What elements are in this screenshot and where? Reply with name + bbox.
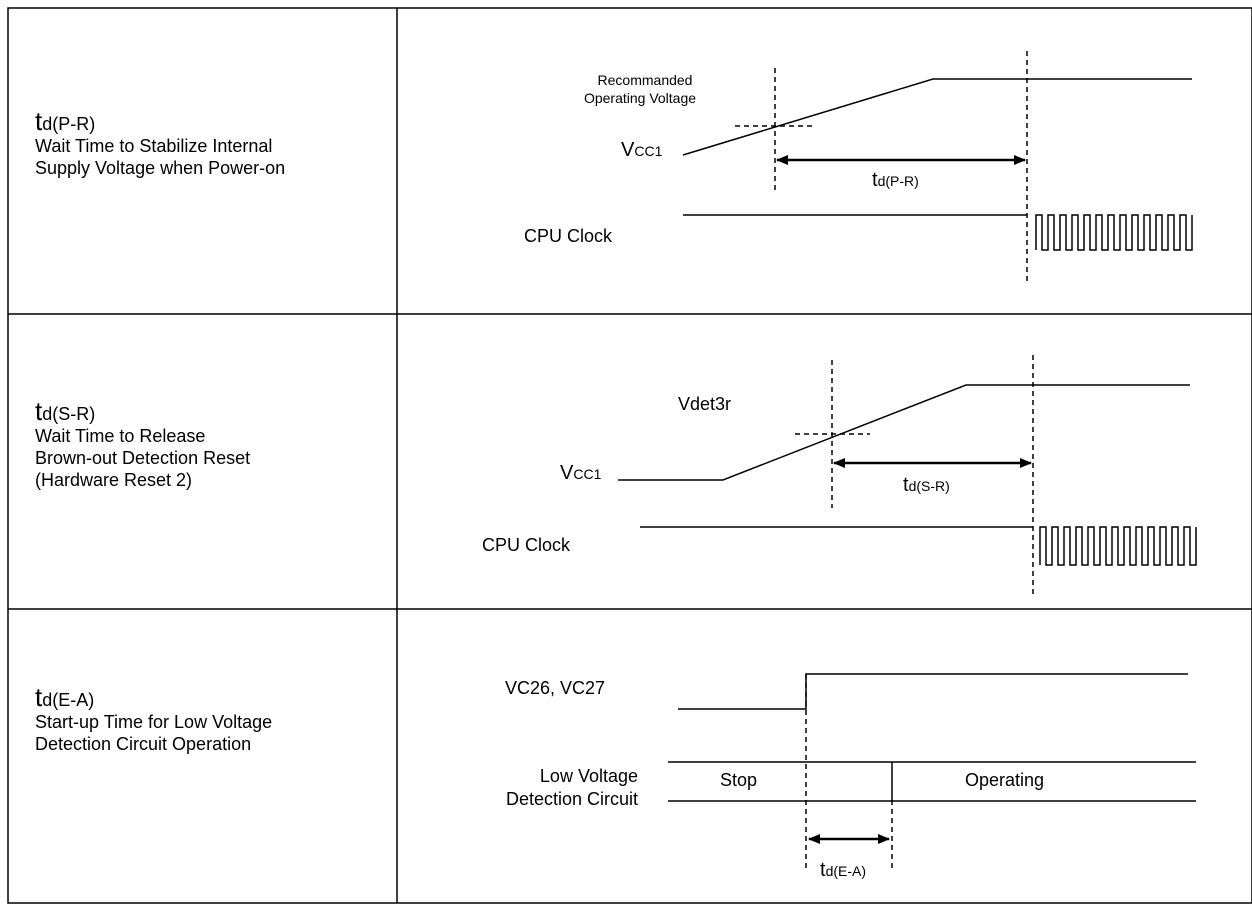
row2-interval-label: td(S-R) <box>903 474 950 496</box>
row2-param-symbol: td(S-R) <box>35 396 96 426</box>
row3-circuit-line2: Detection Circuit <box>505 789 638 809</box>
row1-desc-line1: Wait Time to Stabilize Internal <box>35 136 273 156</box>
row1-vcc1-ramp <box>682 78 1192 156</box>
row1-note-line1: Recommanded <box>597 72 693 88</box>
row1-param-symbol: td(P-R) <box>35 106 96 136</box>
row2-vcc1-ramp <box>618 384 1190 481</box>
row1-description: td(P-R) Wait Time to Stabilize Internal … <box>35 106 286 179</box>
row2-cpu-clock-pulses <box>1039 526 1197 566</box>
row2-desc-line3: (Hardware Reset 2) <box>35 470 193 490</box>
row3-interval-label: td(E-A) <box>820 859 867 881</box>
row1-cpu-clock-label: CPU Clock <box>524 226 613 246</box>
row1-vcc1-label: VCC1 <box>621 139 663 161</box>
row1-cpu-clock-pulses <box>1035 214 1193 251</box>
row3-state-stop: Stop <box>720 770 758 790</box>
row1-note-line2: Operating Voltage <box>583 90 697 106</box>
row1-waveform <box>682 51 1193 283</box>
row2-desc-line1: Wait Time to Release <box>35 426 206 446</box>
row3-vc26-vc27-label: VC26, VC27 <box>505 678 606 698</box>
row3-state-operating: Operating <box>965 770 1045 790</box>
row3-vc26-step <box>678 673 1188 710</box>
table-grid <box>7 7 1252 904</box>
row3-circuit-line1: Low Voltage <box>539 766 638 786</box>
row1-desc-line2: Supply Voltage when Power-on <box>35 158 286 178</box>
row3-description: td(E-A) Start-up Time for Low Voltage De… <box>35 682 273 755</box>
row3-desc-line1: Start-up Time for Low Voltage <box>35 712 273 732</box>
row2-vcc1-label: VCC1 <box>560 462 602 484</box>
row1-interval-label: td(P-R) <box>872 169 919 191</box>
row2-cpu-clock-label: CPU Clock <box>482 535 571 555</box>
row3-desc-line2: Detection Circuit Operation <box>35 734 252 754</box>
row2-waveform <box>618 355 1197 598</box>
row2-desc-line2: Brown-out Detection Reset <box>35 448 251 468</box>
row3-waveform <box>668 673 1196 872</box>
row2-description: td(S-R) Wait Time to Release Brown-out D… <box>35 396 251 491</box>
row3-param-symbol: td(E-A) <box>35 682 95 712</box>
row2-vdet3r-label: Vdet3r <box>678 394 732 414</box>
